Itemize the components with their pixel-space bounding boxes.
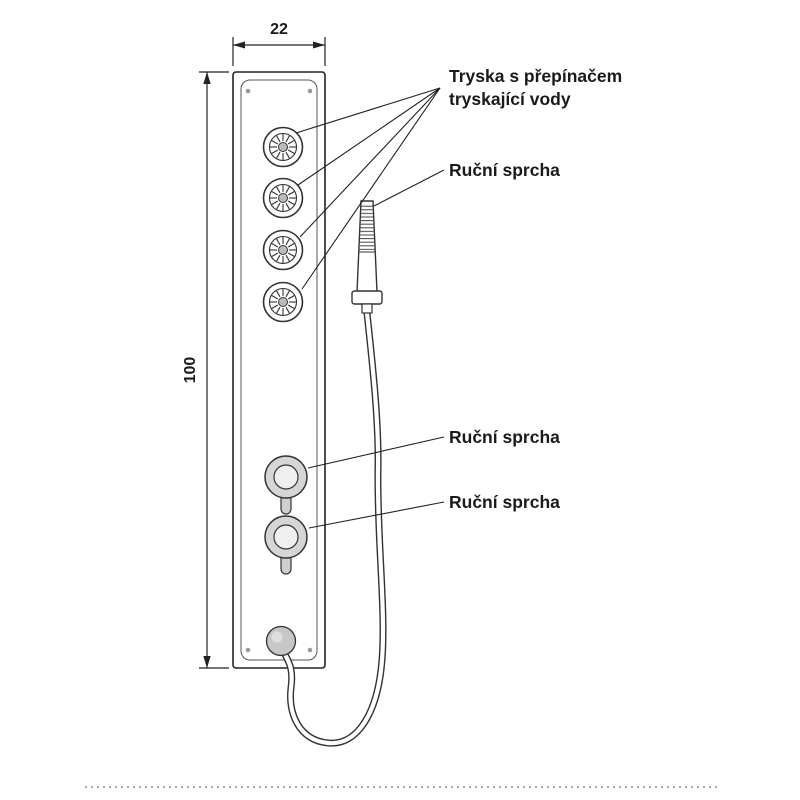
width-dimension: 22	[232, 21, 326, 66]
leader-knob-upper	[307, 436, 445, 469]
leader-jet-2	[297, 87, 441, 186]
screw-dot	[245, 647, 251, 653]
hose-outlet-knob	[265, 625, 297, 657]
screw-dot	[307, 647, 313, 653]
knob-lower-label: Ruční sprcha	[449, 492, 560, 512]
width-dimension-value: 22	[270, 21, 288, 38]
dim-arrow-top	[203, 72, 211, 84]
hose-connector	[361, 303, 373, 314]
diverter-knob-lower	[264, 515, 308, 575]
leader-jet-1	[295, 87, 441, 134]
jets-label-line2: tryskající vody	[449, 89, 571, 109]
jet-nozzle-3	[262, 229, 304, 271]
shower-panel-body	[232, 71, 326, 669]
jets-label-line1: Tryska s přepínačem	[449, 66, 622, 86]
hand-shower	[351, 200, 383, 314]
height-dimension: 100	[182, 71, 229, 669]
leader-jet-3	[299, 87, 441, 238]
leader-knob-lower	[308, 501, 445, 529]
dim-arrow-right	[313, 41, 325, 49]
hand-shower-holder	[351, 290, 383, 305]
shower-head-texture	[359, 203, 375, 250]
screw-dot	[245, 88, 251, 94]
dim-arrow-left	[233, 41, 245, 49]
hand-shower-label: Ruční sprcha	[449, 160, 560, 180]
knob-upper-label: Ruční sprcha	[449, 427, 560, 447]
leader-hand-shower	[373, 169, 445, 207]
jet-nozzle-2	[262, 177, 304, 219]
leader-jet-4	[301, 87, 441, 290]
diverter-knob-upper	[264, 455, 308, 515]
shower-hose	[280, 312, 387, 747]
screw-dot	[307, 88, 313, 94]
height-dimension-value: 100	[182, 357, 199, 384]
jet-nozzle-4	[262, 281, 304, 323]
dim-arrow-bottom	[203, 656, 211, 668]
leader-lines	[295, 87, 445, 529]
